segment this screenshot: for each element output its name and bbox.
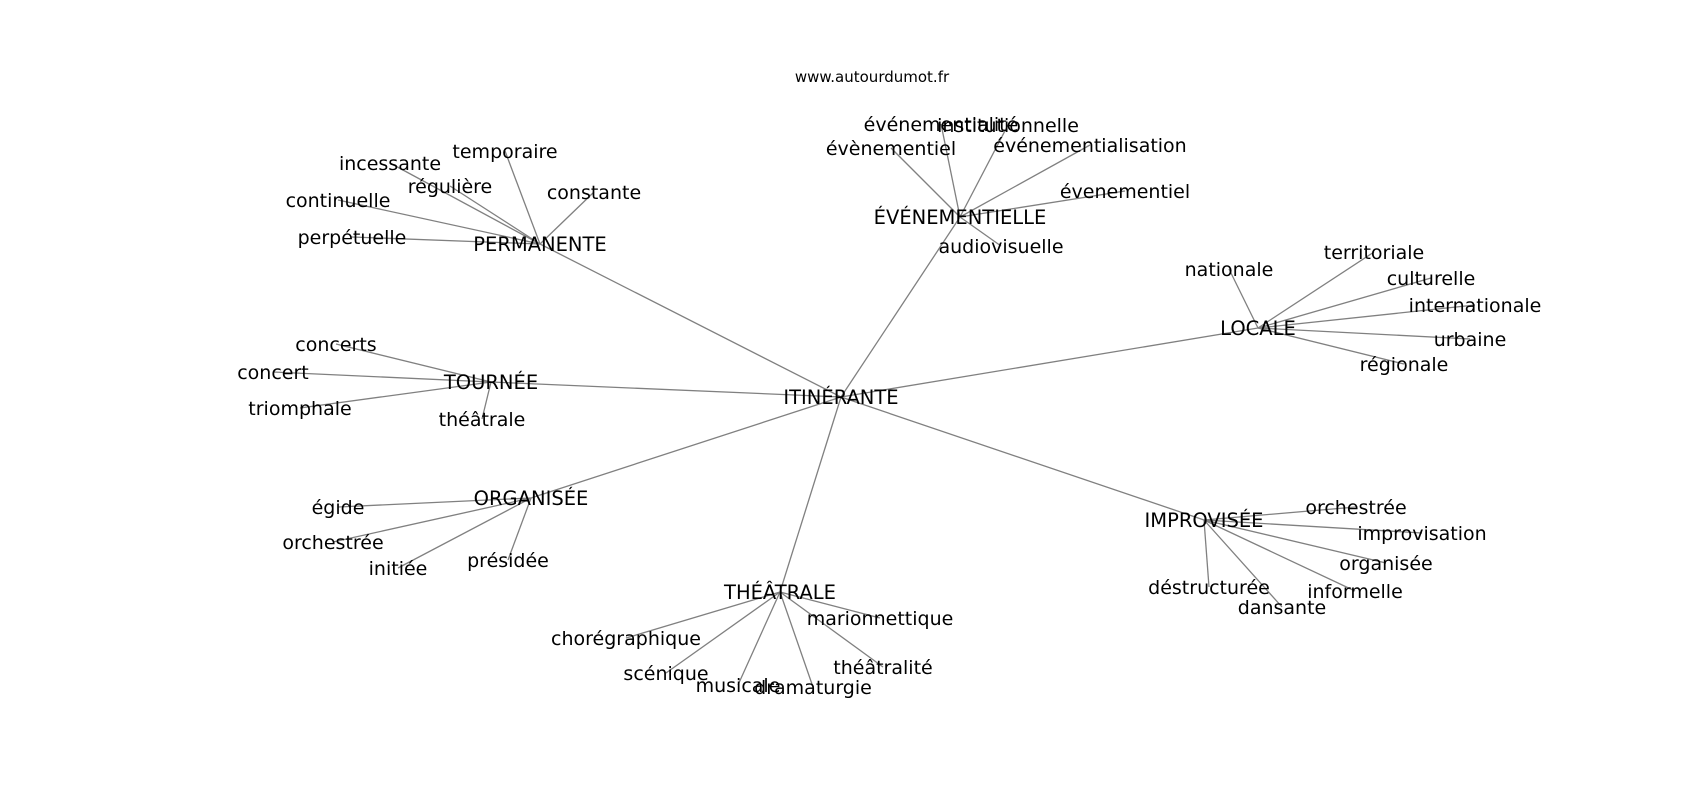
edge-hub-to-word [389, 162, 541, 245]
hub-node[interactable]: ÉVÉNEMENTIELLE [874, 206, 1047, 229]
edge-root-to-hub [779, 396, 842, 593]
edge-root-to-hub [539, 243, 842, 398]
edge-hub-to-word [779, 591, 814, 688]
edge-hub-to-word [299, 381, 492, 409]
edge-hub-to-word [625, 591, 781, 639]
edge-root-to-hub [840, 327, 1259, 398]
word-node[interactable]: organisée [1339, 553, 1432, 575]
edge-hub-to-word [397, 497, 532, 569]
word-node[interactable]: théâtralité [833, 657, 932, 679]
edge-root-to-hub [840, 216, 961, 398]
word-node[interactable]: nationale [1185, 259, 1274, 281]
edge-hub-to-word [737, 591, 781, 686]
word-node[interactable]: incessante [339, 153, 441, 175]
word-node[interactable]: temporaire [452, 141, 557, 163]
edge-hub-to-word [959, 124, 1009, 218]
labels-layer: ITINÉRANTE PERMANENTE temporaire incessante… [237, 114, 1541, 699]
hub-node[interactable]: ORGANISÉE [474, 487, 589, 510]
hub-node[interactable]: LOCALE [1220, 317, 1296, 340]
root-node[interactable]: ITINÉRANTE [783, 386, 898, 409]
word-node[interactable]: musicale [696, 675, 781, 697]
edge-hub-to-word [779, 591, 884, 668]
edge-root-to-hub [530, 396, 842, 499]
word-node[interactable]: régulière [408, 176, 493, 198]
edge-hub-to-word [335, 343, 492, 383]
edge-hub-to-word [940, 123, 961, 218]
edge-hub-to-word [481, 381, 492, 420]
word-node[interactable]: évenementiel [1060, 181, 1190, 203]
edge-hub-to-word [1203, 519, 1387, 564]
word-node[interactable]: constante [547, 182, 641, 204]
word-node[interactable]: dramaturgie [754, 677, 872, 699]
edge-hub-to-word [1203, 519, 1210, 588]
edge-hub-to-word [779, 591, 881, 619]
word-node[interactable]: territoriale [1324, 242, 1424, 264]
edge-hub-to-word [959, 190, 1126, 218]
word-node[interactable]: urbaine [1434, 329, 1507, 351]
edges-layer [272, 123, 1476, 688]
edge-root-to-hub [840, 396, 1205, 521]
edge-hub-to-word [1228, 268, 1259, 329]
word-node[interactable]: perpétuelle [298, 227, 407, 249]
word-node[interactable]: initiée [369, 558, 428, 580]
edge-hub-to-word [959, 216, 1002, 247]
word-node[interactable]: scénique [623, 663, 708, 685]
word-node[interactable]: orchestrée [1305, 497, 1406, 519]
edge-hub-to-word [1203, 519, 1283, 608]
word-node[interactable]: continuelle [286, 190, 391, 212]
edge-hub-to-word [337, 497, 532, 508]
edge-root-to-hub [490, 381, 842, 398]
site-credit: www.autourdumot.fr [795, 68, 950, 86]
edge-hub-to-word [1257, 327, 1471, 340]
word-node[interactable]: égide [312, 497, 365, 519]
edge-hub-to-word [1257, 327, 1405, 365]
edge-hub-to-word [1257, 277, 1432, 329]
word-node[interactable]: évènementiel [826, 138, 956, 160]
word-node[interactable]: audiovisuelle [938, 236, 1063, 258]
edge-hub-to-word [1257, 251, 1375, 329]
word-node[interactable]: culturelle [1387, 268, 1476, 290]
edge-hub-to-word [504, 150, 541, 245]
word-node[interactable]: concert [237, 362, 309, 384]
word-node[interactable]: dansante [1238, 597, 1326, 619]
edge-hub-to-word [1203, 506, 1357, 521]
word-node[interactable]: improvisation [1357, 523, 1486, 545]
hub-node[interactable]: THÉÂTRALE [723, 581, 836, 604]
edge-hub-to-word [959, 144, 1091, 218]
hub-node[interactable]: IMPROVISÉE [1145, 509, 1264, 532]
word-node[interactable]: événementialité [864, 114, 1019, 136]
hub-node[interactable]: TOURNÉE [443, 371, 538, 394]
edge-hub-to-word [665, 591, 781, 674]
word-node[interactable]: institutionnelle [937, 115, 1079, 137]
word-node[interactable]: déstructurée [1148, 577, 1270, 599]
edge-hub-to-word [449, 185, 541, 245]
word-node[interactable]: théâtrale [439, 409, 526, 431]
word-node[interactable]: marionnettique [807, 608, 954, 630]
edge-hub-to-word [272, 371, 492, 383]
word-node[interactable]: concerts [295, 334, 376, 356]
edge-hub-to-word [890, 147, 961, 218]
edge-hub-to-word [507, 497, 532, 561]
word-node[interactable]: chorégraphique [551, 628, 701, 650]
edge-hub-to-word [539, 191, 595, 245]
edge-hub-to-word [1203, 519, 1423, 534]
word-node[interactable]: orchestrée [282, 532, 383, 554]
word-node[interactable]: internationale [1409, 295, 1542, 317]
hub-node[interactable]: PERMANENTE [473, 233, 607, 256]
word-node[interactable]: présidée [467, 550, 549, 572]
word-node[interactable]: triomphale [248, 398, 351, 420]
edge-hub-to-word [1257, 304, 1476, 329]
edge-hub-to-word [351, 236, 541, 245]
word-node[interactable]: régionale [1360, 354, 1449, 376]
word-node[interactable]: informelle [1307, 581, 1403, 603]
word-node[interactable]: événementialisation [993, 135, 1186, 157]
edge-hub-to-word [332, 497, 532, 543]
edge-hub-to-word [1203, 519, 1356, 592]
edge-hub-to-word [337, 199, 541, 245]
